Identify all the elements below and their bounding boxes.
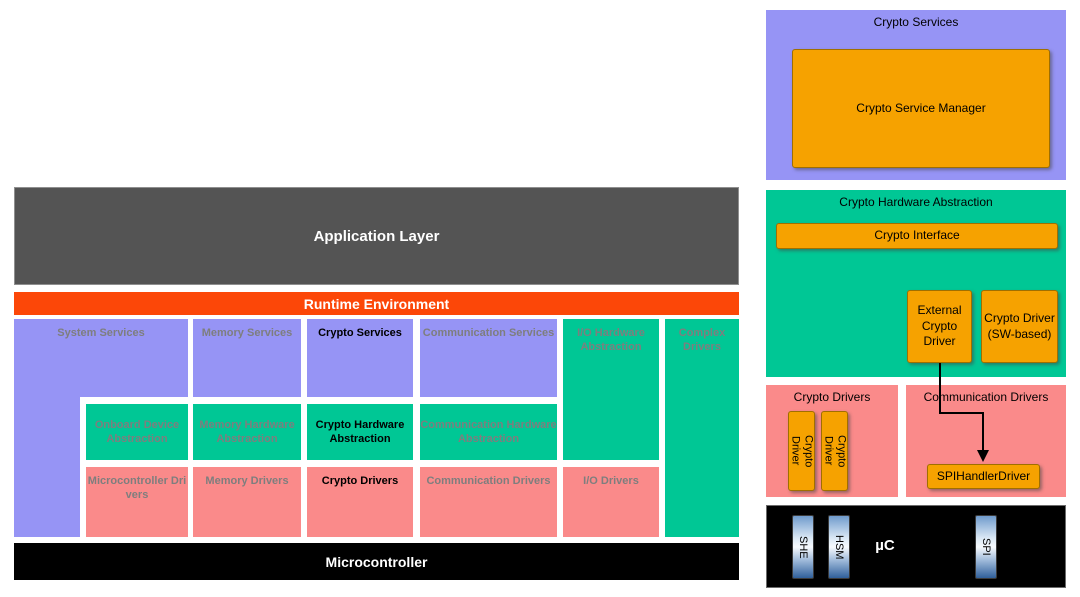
detail-microcontroller-bar — [766, 505, 1066, 588]
onboard-device-abstraction-box: Onboard Device Abstraction — [86, 404, 188, 460]
memory-hardware-abstraction-box: Memory Hardware Abstraction — [193, 404, 301, 460]
application-layer-box: Application Layer — [14, 187, 739, 285]
crypto-services-box: Crypto Services — [307, 319, 413, 397]
communication-drivers-box: Communication Drivers — [420, 467, 557, 537]
communication-hardware-abstraction-box: Communication Hardware Abstraction — [420, 404, 557, 460]
she-chip: SHE — [792, 515, 814, 579]
crypto-service-manager-box: Crypto Service Manager — [792, 49, 1050, 168]
io-drivers-box: I/O Drivers — [563, 467, 659, 537]
crypto-driver-sw-based-box: Crypto Driver (SW-based) — [981, 290, 1058, 363]
crypto-interface-box: Crypto Interface — [776, 223, 1058, 249]
crypto-hardware-abstraction-box: Crypto Hardware Abstraction — [307, 404, 413, 460]
memory-services-box: Memory Services — [193, 319, 301, 397]
complex-drivers-box: Complex Drivers — [665, 319, 739, 537]
detail-crypto-hardware-abstraction-title: Crypto Hardware Abstraction — [839, 195, 993, 209]
hsm-chip: HSM — [828, 515, 850, 579]
io-hardware-abstraction-box: I/O Hardware Abstraction — [563, 319, 659, 460]
memory-drivers-box: Memory Drivers — [193, 467, 301, 537]
crypto-driver-chip-2: Crypto Driver — [821, 411, 848, 491]
uc-label: µC — [875, 537, 895, 554]
microcontroller-box: Microcontroller — [14, 543, 739, 580]
detail-communication-drivers-title: Communication Drivers — [923, 390, 1049, 404]
spi-chip: SPI — [975, 515, 997, 579]
spi-handler-driver-box: SPIHandlerDriver — [927, 464, 1040, 489]
crypto-drivers-box: Crypto Drivers — [307, 467, 413, 537]
runtime-environment-box: Runtime Environment — [14, 292, 739, 315]
communication-services-box: Communication Services — [420, 319, 557, 397]
detail-crypto-services-title: Crypto Services — [873, 15, 959, 29]
microcontroller-drivers-box: Microcontroller Drivers — [86, 467, 188, 537]
detail-crypto-drivers-title: Crypto Drivers — [793, 390, 871, 404]
system-services-box: System Services — [14, 319, 188, 397]
crypto-driver-chip-1: Crypto Driver — [788, 411, 815, 491]
external-crypto-driver-box: External Crypto Driver — [907, 290, 972, 363]
